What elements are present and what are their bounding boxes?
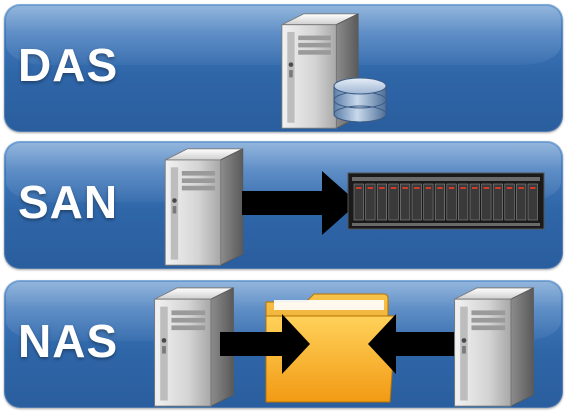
- drive-led: [506, 187, 513, 189]
- drive-bay: [458, 183, 469, 221]
- drive-bay: [353, 183, 364, 221]
- drive-led: [448, 187, 455, 189]
- drive-bay: [516, 183, 527, 221]
- drive-led: [425, 187, 432, 189]
- drive-bay: [434, 183, 446, 221]
- drive-bay: [388, 183, 399, 221]
- drive-led: [437, 187, 443, 189]
- server-tower-icon: [454, 287, 534, 407]
- drive-led: [495, 187, 501, 189]
- das-panel: DAS: [4, 4, 563, 132]
- arrow-right-icon: [220, 314, 310, 374]
- drive-led: [530, 187, 536, 189]
- drive-led: [483, 187, 490, 189]
- drive-led: [472, 187, 478, 189]
- drive-led: [414, 187, 420, 189]
- drive-bay: [504, 183, 515, 221]
- drive-led: [518, 187, 524, 189]
- server-tower-icon: [164, 148, 244, 266]
- nas-illustration: [154, 287, 534, 407]
- drive-bay: [423, 183, 434, 221]
- drive-led: [367, 187, 374, 189]
- drive-bay: [400, 183, 411, 221]
- drive-led: [379, 187, 385, 189]
- drive-bay: [527, 183, 538, 221]
- drive-bay: [492, 183, 504, 221]
- drive-bay: [481, 183, 492, 221]
- arrow-left-icon: [368, 314, 454, 374]
- drive-led: [390, 187, 397, 189]
- database-icon: [333, 77, 387, 123]
- drive-led: [402, 187, 408, 189]
- drive-bay: [376, 183, 388, 221]
- storage-array-icon: [347, 172, 545, 230]
- drive-led: [356, 187, 362, 189]
- drive-bay: [411, 183, 422, 221]
- san-illustration: [164, 148, 545, 266]
- nas-label: NAS: [18, 315, 119, 367]
- arrow-right-icon: [242, 171, 358, 235]
- drive-bay: [469, 183, 480, 221]
- drive-led: [460, 187, 466, 189]
- san-panel: SAN: [4, 141, 563, 269]
- drive-bay: [446, 183, 457, 221]
- drive-bay: [365, 183, 376, 221]
- san-label: SAN: [18, 176, 119, 228]
- nas-panel: NAS: [4, 280, 563, 408]
- das-label: DAS: [18, 39, 119, 91]
- das-illustration: [281, 13, 387, 129]
